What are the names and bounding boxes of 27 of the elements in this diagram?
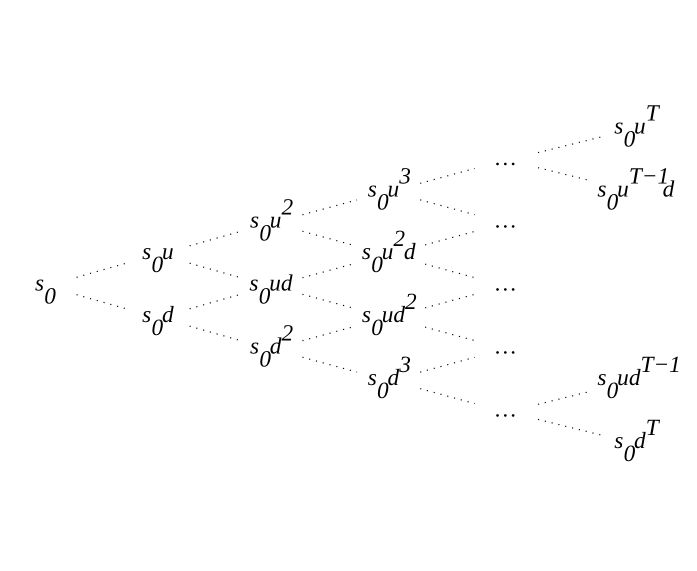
connector (189, 294, 240, 309)
node-text: … (495, 396, 516, 422)
connector (302, 198, 358, 215)
connector (189, 262, 240, 278)
connector (302, 263, 353, 278)
connector (76, 294, 126, 309)
connector (302, 356, 358, 372)
node-text: … (495, 270, 516, 296)
connector (76, 262, 126, 278)
connector (424, 326, 476, 341)
node-text: … (495, 333, 516, 360)
connector (302, 293, 353, 308)
node-text: … (495, 207, 516, 234)
connector (538, 166, 588, 180)
connector (302, 230, 353, 246)
connector (420, 356, 475, 372)
connector (420, 388, 475, 404)
node-text: … (495, 144, 516, 170)
connector (538, 391, 588, 404)
connector (420, 198, 475, 215)
connector (424, 230, 476, 245)
connector (189, 230, 240, 246)
connector (420, 167, 475, 184)
connector (424, 293, 476, 308)
connector (189, 325, 240, 340)
connector (302, 326, 353, 341)
connector (424, 263, 476, 278)
